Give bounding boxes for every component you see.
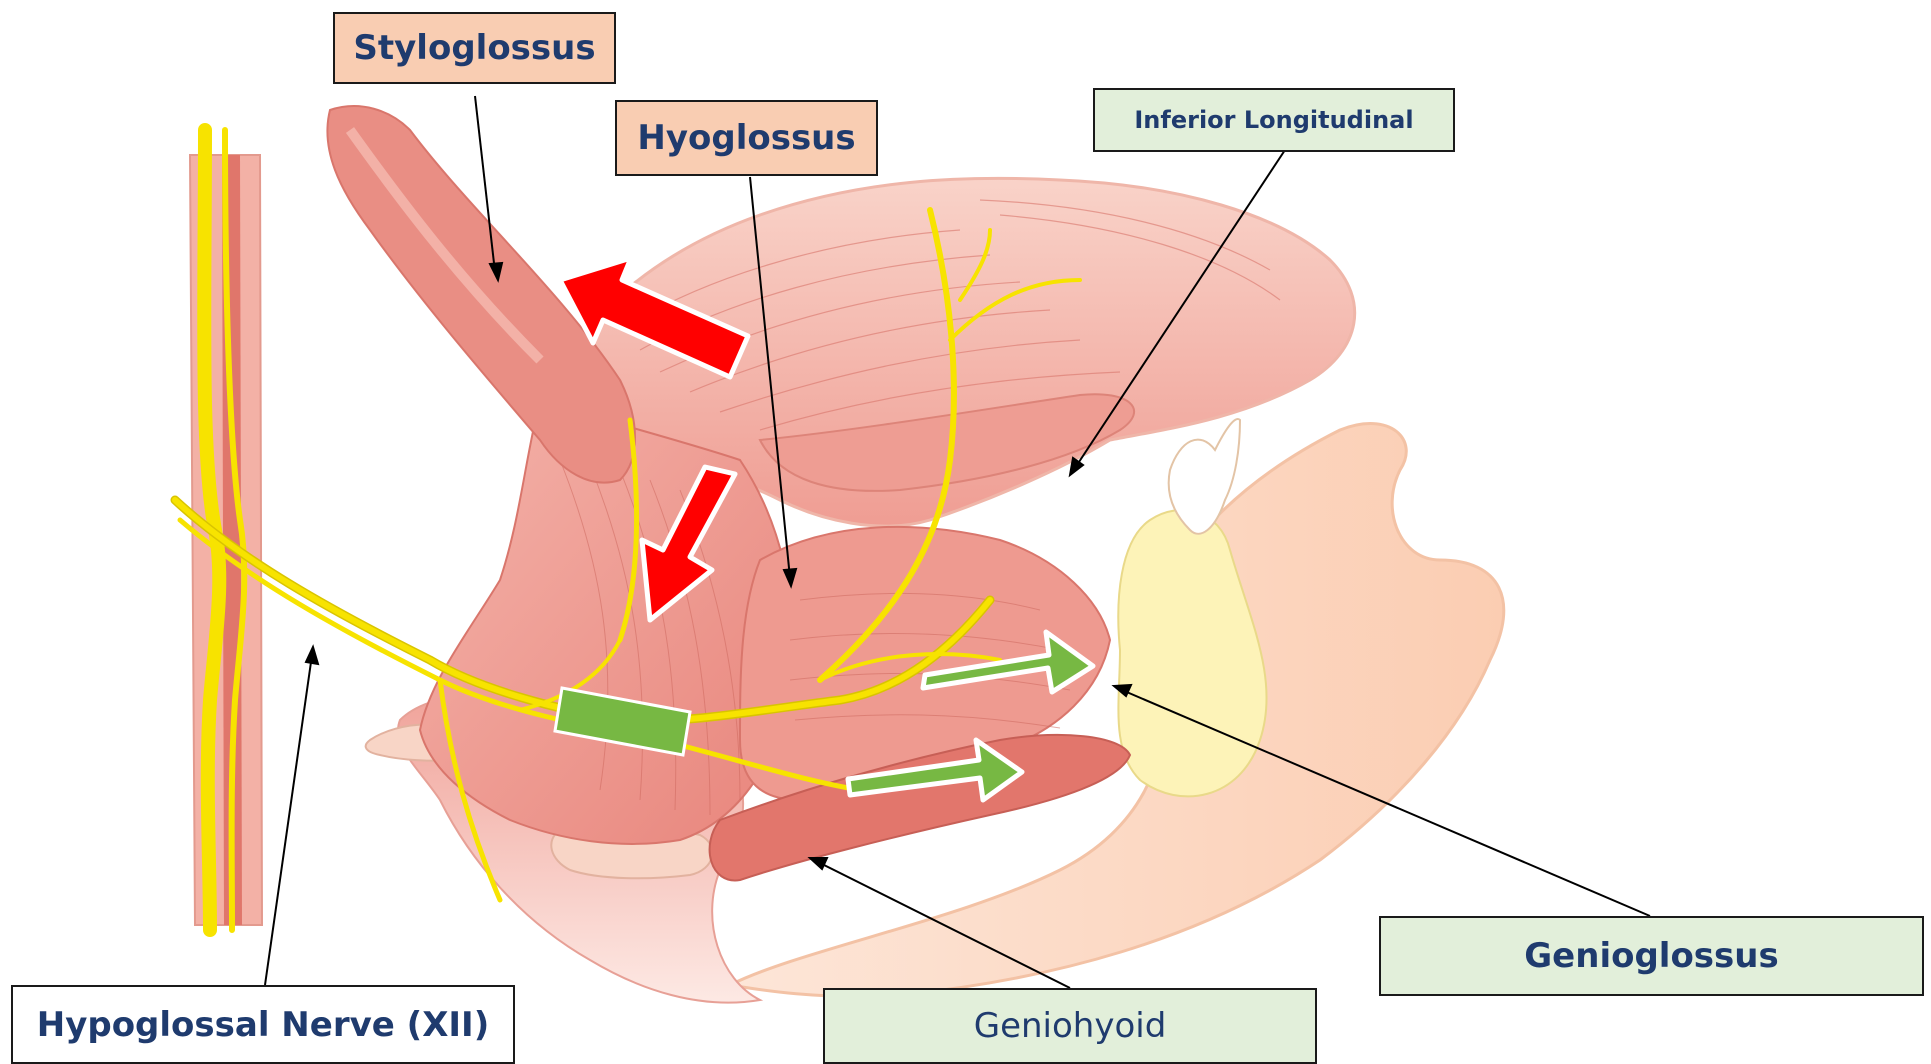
label-hyoglossus: Hyoglossus (615, 100, 878, 176)
label-inferior-longitudinal: Inferior Longitudinal (1093, 88, 1455, 152)
label-geniohyoid: Geniohyoid (823, 988, 1317, 1064)
label-genioglossus: Genioglossus (1379, 916, 1924, 996)
label-styloglossus: Styloglossus (333, 12, 616, 84)
label-hypoglossal-nerve: Hypoglossal Nerve (XII) (11, 985, 515, 1064)
